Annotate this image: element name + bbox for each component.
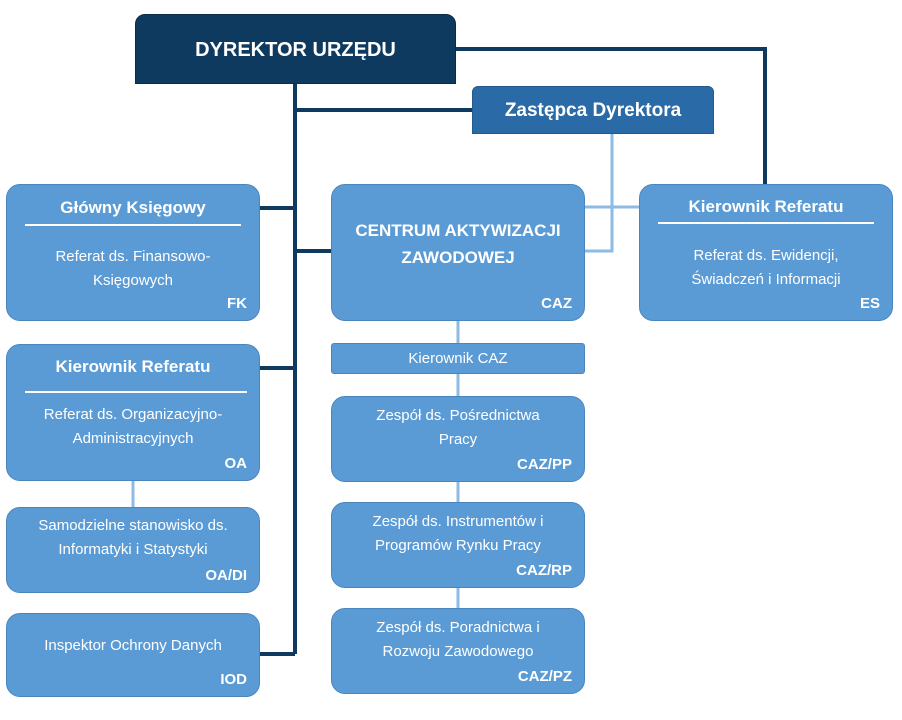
- chief-accountant-box: Główny Księgowy Referat ds. Finansowo-Ks…: [6, 184, 260, 321]
- director-to-records-line: [456, 47, 767, 184]
- caz-code: CAZ: [541, 295, 572, 312]
- caz-manager-label: Kierownik CAZ: [408, 350, 508, 367]
- records-divider: [658, 222, 874, 224]
- caz-team-pp-code: CAZ/PP: [516, 456, 572, 473]
- it-stats-box: Samodzielne stanowisko ds. Informatyki i…: [6, 507, 260, 593]
- org-admin-code: OA: [224, 455, 248, 472]
- it-stats-code: OA/DI: [205, 567, 247, 584]
- records-heading: Kierownik Referatu: [688, 197, 844, 216]
- data-protection-code: IOD: [220, 671, 247, 688]
- caz-heading: CENTRUM AKTYWIZACJI ZAWODOWEJ: [355, 221, 561, 267]
- caz-team-rp-unit: Zespół ds. Instrumentów i Programów Rynk…: [372, 513, 544, 554]
- records-code: ES: [859, 295, 880, 312]
- org-admin-box: Kierownik Referatu Referat ds. Organizac…: [6, 344, 260, 481]
- deputy-box: Zastępca Dyrektora: [472, 86, 714, 134]
- caz-manager-box: Kierownik CAZ: [331, 343, 585, 374]
- caz-team-pz-unit: Zespół ds. Poradnictwa i Rozwoju Zawodow…: [376, 619, 540, 660]
- director-label: DYREKTOR URZĘDU: [195, 39, 396, 61]
- deputy-to-caz-line: [585, 134, 614, 253]
- director-box: DYREKTOR URZĘDU: [135, 14, 456, 84]
- chief-accountant-divider: [25, 224, 241, 226]
- records-unit: Referat ds. Ewidencji, Świadczeń i Infor…: [691, 247, 841, 288]
- chief-accountant-unit: Referat ds. Finansowo-Księgowych: [55, 248, 211, 289]
- data-protection-unit: Inspektor Ochrony Danych: [44, 637, 222, 654]
- org-admin-unit: Referat ds. Organizacyjno-Administracyjn…: [43, 406, 223, 447]
- records-box: Kierownik Referatu Referat ds. Ewidencji…: [639, 184, 893, 321]
- caz-team-pp-box: Zespół ds. Pośrednictwa Pracy CAZ/PP: [331, 396, 585, 482]
- it-stats-unit: Samodzielne stanowisko ds. Informatyki i…: [38, 517, 228, 558]
- caz-team-pz-code: CAZ/PZ: [517, 668, 572, 685]
- caz-team-rp-box: Zespół ds. Instrumentów i Programów Rynk…: [331, 502, 585, 588]
- caz-box: CENTRUM AKTYWIZACJI ZAWODOWEJ CAZ: [331, 184, 585, 321]
- chief-accountant-code: FK: [227, 295, 247, 312]
- caz-team-rp-code: CAZ/RP: [516, 562, 572, 579]
- chief-accountant-heading: Główny Księgowy: [60, 198, 206, 217]
- data-protection-box: Inspektor Ochrony Danych IOD: [6, 613, 260, 697]
- org-admin-divider: [25, 391, 247, 393]
- caz-team-pz-box: Zespół ds. Poradnictwa i Rozwoju Zawodow…: [331, 608, 585, 694]
- org-admin-heading: Kierownik Referatu: [55, 357, 211, 376]
- deputy-label: Zastępca Dyrektora: [504, 100, 682, 121]
- caz-team-pp-unit: Zespół ds. Pośrednictwa Pracy: [376, 407, 540, 448]
